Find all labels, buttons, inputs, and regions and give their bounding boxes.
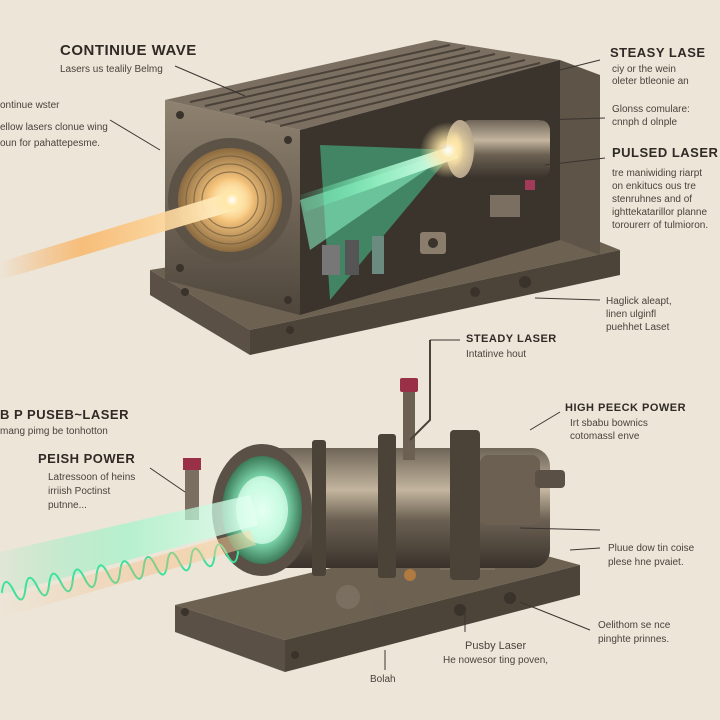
green-beam-top	[300, 145, 458, 212]
pulsed-laser-body-3: stenruhnes and of	[612, 194, 693, 205]
peish-power-sub-1: Latressoon of heins	[48, 472, 136, 483]
steady-laser-2-title: STEADY Laser	[466, 333, 557, 345]
high-peak-sub-2: cotomassl enve	[570, 431, 640, 442]
peish-power-sub-2: irriish Poctinst	[48, 486, 111, 497]
continuous-wave-subtitle: Lasers us tealily Belmg	[60, 64, 163, 75]
oelithom-line-1: Oelithom se nce	[598, 620, 671, 631]
pulsed-laser-body-1: tre maniwiding riarpt	[612, 168, 703, 179]
continuous-beam	[0, 192, 236, 280]
steady-laser-2-sub: Intatinve hout	[466, 349, 527, 360]
steady-laser-sub-2: oleter btleonie an	[612, 76, 689, 87]
wave-note-line-3: oun for pahattepesme.	[0, 138, 101, 149]
peish-power-title: PEISH POWER	[38, 451, 136, 466]
bolah-label: Bolah	[370, 674, 396, 685]
high-peak-sub-1: Irt sbabu bownics	[570, 418, 648, 429]
pulsed-laser-title: PULSED LASER	[612, 145, 719, 160]
pulsed-beam	[0, 495, 258, 595]
glons-line-2: cnnph d olnple	[612, 117, 678, 128]
steady-laser-sub-1: ciy or the wein	[612, 64, 676, 75]
wave-note-line-1: ontinue wster	[0, 100, 60, 111]
steady-laser-title: STEASY LASE	[610, 45, 706, 60]
glons-line-1: Glonss comulare:	[612, 104, 690, 115]
peish-power-sub-3: putnne...	[48, 500, 87, 511]
pulsed-orange-beam	[0, 530, 256, 618]
pulsed-laser-body-5: torourerr of tulmioron.	[612, 220, 709, 231]
pulsed-laser-body-4: ighttekatarillor planne	[612, 207, 708, 218]
continuous-wave-title: CONTINIUE WAVE	[60, 42, 197, 59]
haglick-line-2: linen ulginfl	[606, 309, 657, 320]
pusby-laser-title: Pusby Laser	[465, 640, 527, 652]
callout-lines	[109, 59, 606, 670]
pluue-line-1: Pluue dow tin coise	[608, 543, 695, 554]
pused-laser-title: B P PUSEB~LASER	[0, 407, 129, 422]
pulsed-laser-body-2: on enkitucs ous tre	[612, 181, 696, 192]
pluue-line-2: plese hne pvaiet.	[608, 557, 684, 568]
haglick-line-1: Haglick aleapt,	[606, 296, 672, 307]
pusby-laser-sub: He nowesor ting poven,	[443, 655, 549, 666]
high-peak-title: HIGH PEECK POWER	[565, 402, 687, 414]
wave-note-line-2: ellow lasers clonue wing	[0, 122, 108, 133]
pused-laser-sub: mang pimg be tonhotton	[0, 426, 108, 437]
haglick-line-3: puehhet Laset	[606, 322, 670, 333]
oelithom-line-2: pinghte prinnes.	[598, 634, 670, 645]
